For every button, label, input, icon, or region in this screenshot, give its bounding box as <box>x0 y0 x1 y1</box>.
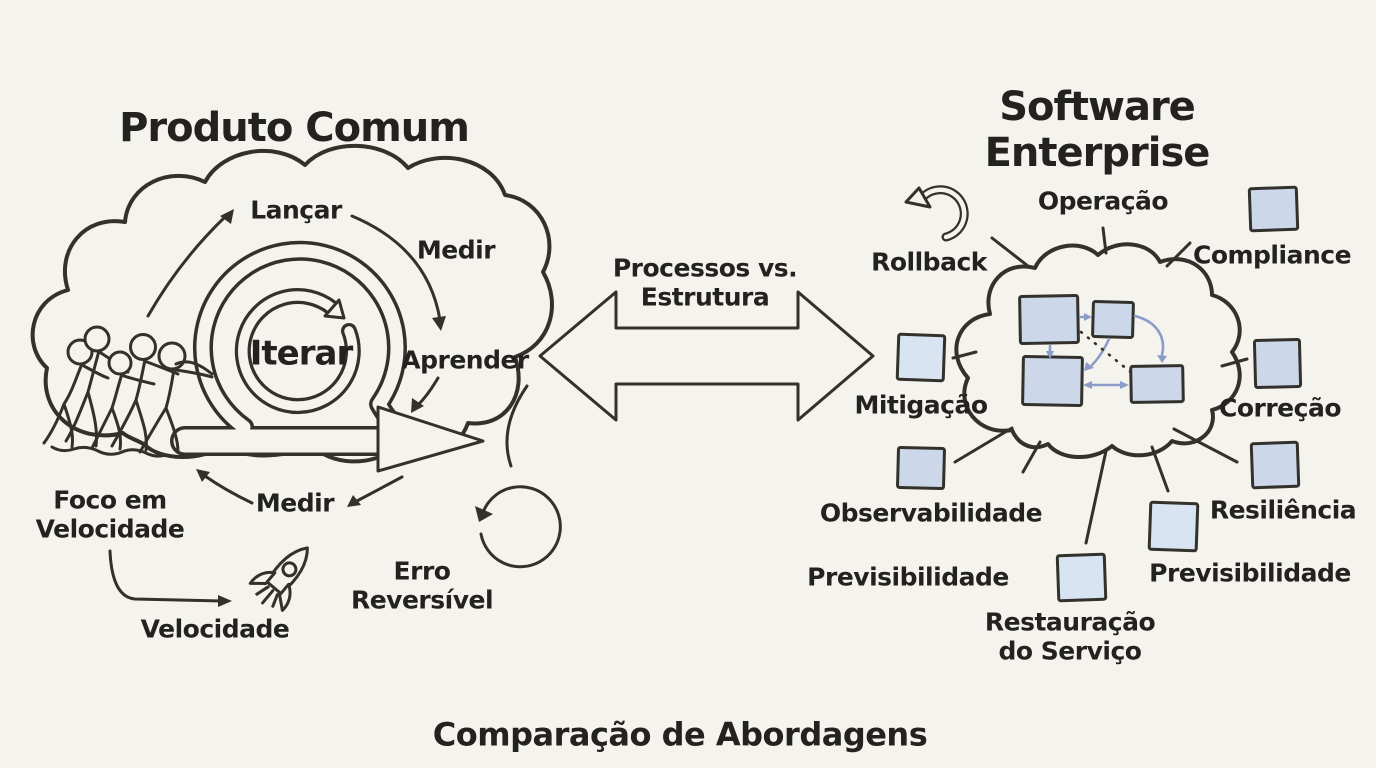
iterate-label: Iterar <box>249 333 353 374</box>
versus-label: Processos vs. Estrutura <box>612 253 798 311</box>
team-pushing-icon <box>42 325 214 458</box>
caption: Comparação de Abordagens <box>432 715 928 754</box>
component-connectors <box>1046 313 1167 389</box>
compliance-label: Compliance <box>1192 240 1352 270</box>
compliance-square <box>1247 185 1300 233</box>
dotted-dependency-line <box>1079 330 1135 376</box>
predictability-left-label: Previsibilidade <box>807 562 1009 592</box>
component-box <box>1018 294 1080 345</box>
measure-top-label: Medir <box>416 235 496 265</box>
launch-label: Lançar <box>250 195 342 225</box>
restoration-square <box>1055 552 1108 603</box>
component-boxes <box>1018 294 1185 407</box>
left-title: Produto Comum <box>119 105 470 151</box>
service-restoration-label: Restauração do Serviço <box>984 607 1156 665</box>
inner-loop-arrowhead <box>323 298 346 320</box>
observability-label: Observabilidade <box>819 498 1043 528</box>
resilience-label: Resiliência <box>1209 495 1357 525</box>
predictability-square <box>1147 500 1200 553</box>
exit-arrowhead <box>376 405 485 473</box>
mitigation-label: Mitigação <box>854 390 988 420</box>
rocket-icon <box>248 546 309 612</box>
right-cloud <box>954 242 1242 460</box>
operation-label: Operação <box>1037 186 1169 216</box>
versus-double-arrow <box>538 290 875 422</box>
cycle-connectors <box>108 209 529 607</box>
resilience-square <box>1249 440 1301 490</box>
swoosh-arc <box>505 384 529 468</box>
observability-square <box>896 445 946 491</box>
predictability-right-label: Previsibilidade <box>1149 558 1351 588</box>
measure-bottom-label: Medir <box>255 488 335 518</box>
correction-square <box>1252 337 1303 390</box>
rollback-icon <box>904 185 969 242</box>
mitigation-square <box>895 332 947 383</box>
component-box <box>1091 300 1135 339</box>
aspect-squares <box>895 185 1303 603</box>
correction-label: Correção <box>1218 393 1342 423</box>
focus-speed-label: Foco em Velocidade <box>35 485 185 543</box>
iteration-loop-arrow <box>170 240 485 473</box>
component-box <box>1129 364 1185 404</box>
radiating-lines <box>951 226 1249 545</box>
velocity-label: Velocidade <box>140 614 290 644</box>
reversible-error-loop-icon <box>475 485 562 569</box>
learn-label: Aprender <box>401 345 529 375</box>
rollback-label: Rollback <box>871 247 987 277</box>
reversible-error-label: Erro Reversível <box>350 556 494 614</box>
component-box <box>1021 355 1084 407</box>
right-title: Software Enterprise <box>984 84 1211 176</box>
